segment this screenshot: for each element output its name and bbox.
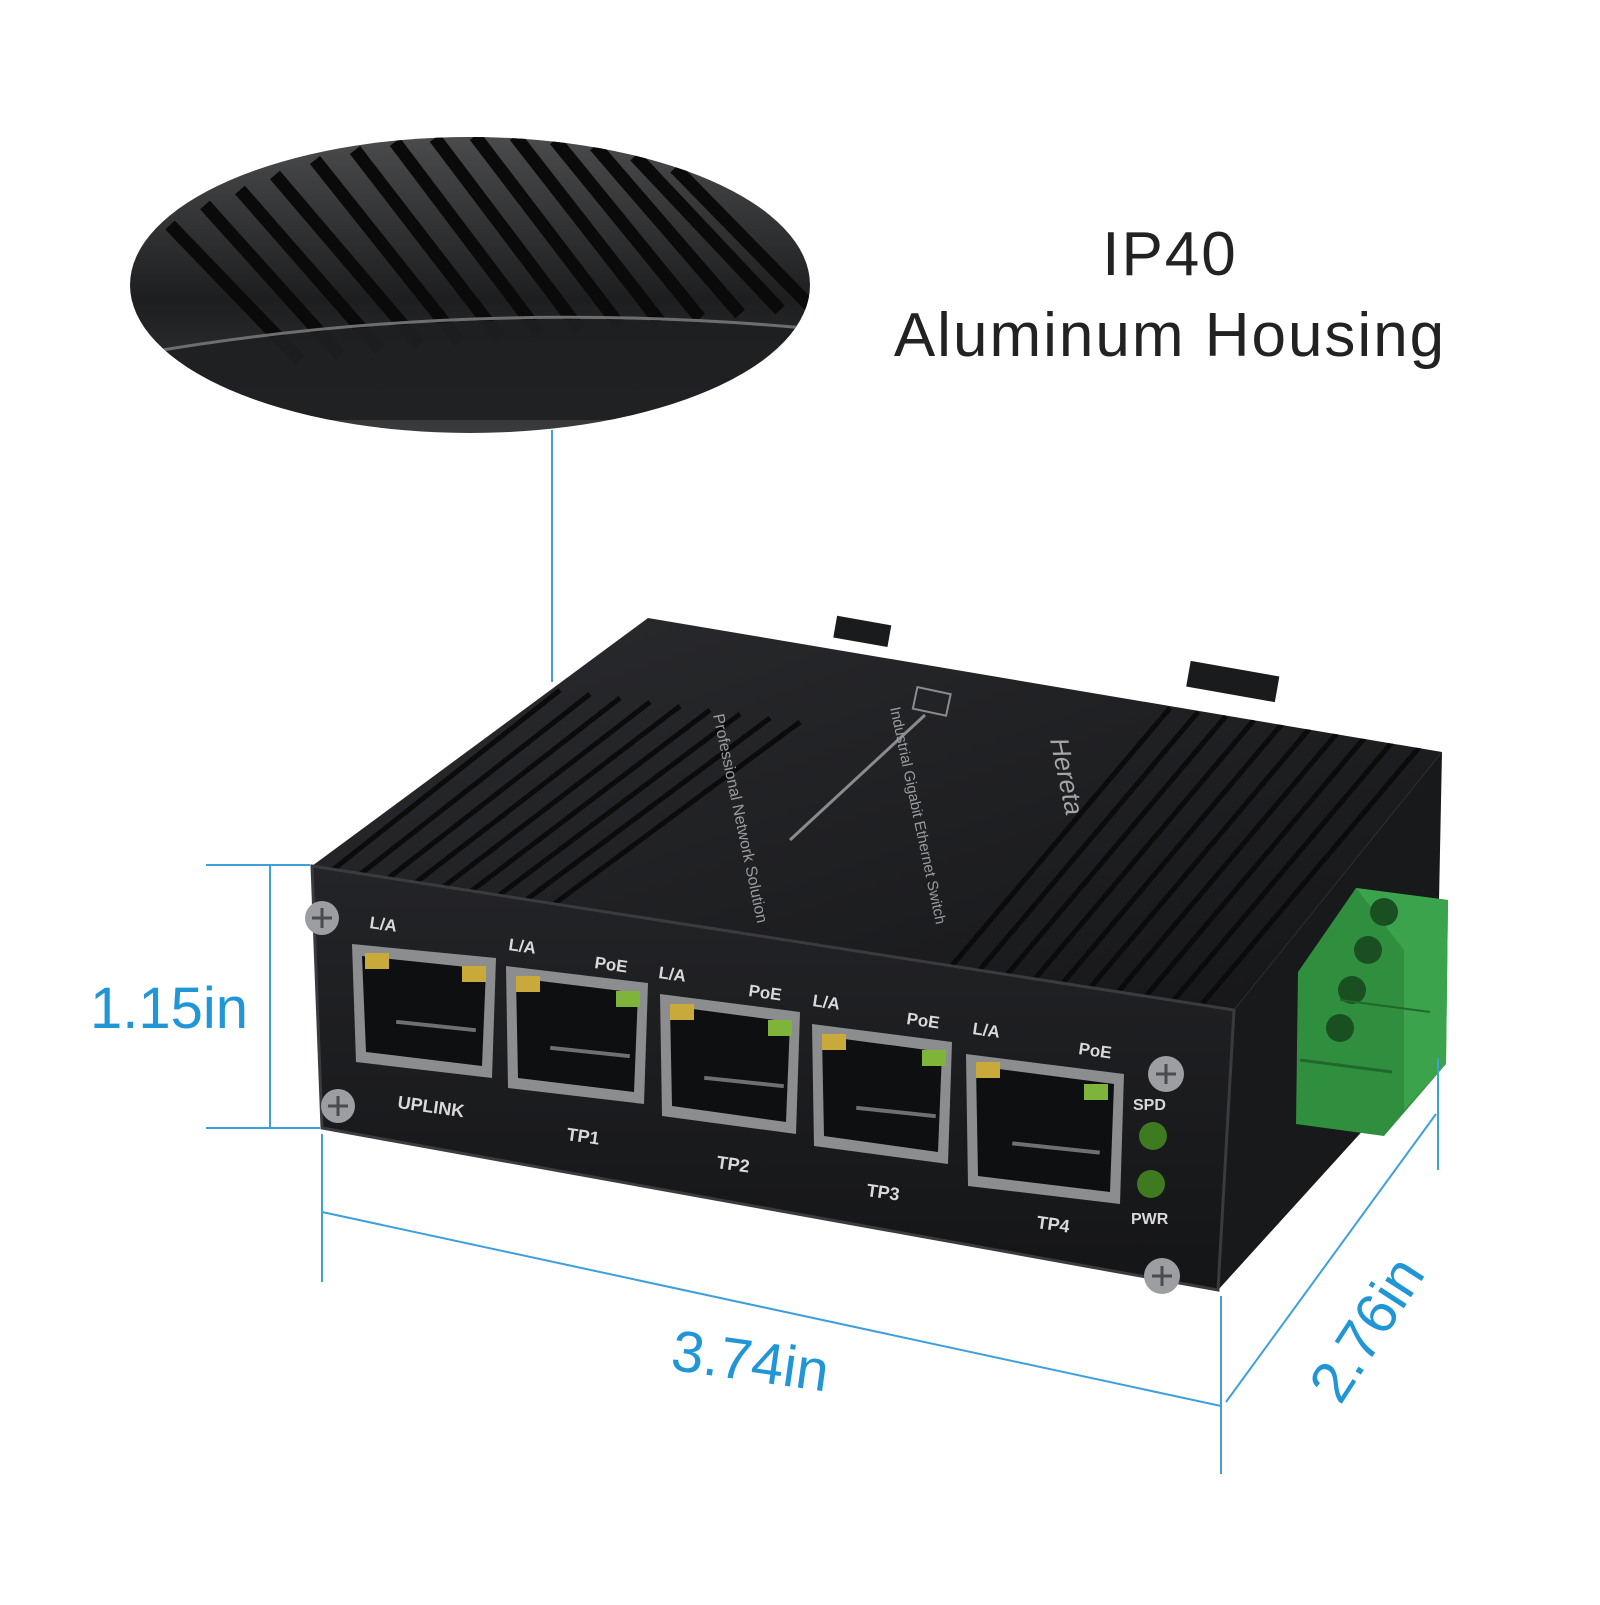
label-tp1: TP1: [565, 1124, 600, 1148]
front-panel: L/A L/A PoE L/A PoE L/A PoE L/A PoE UPLI…: [305, 864, 1236, 1294]
port-tp3[interactable]: [812, 1024, 952, 1164]
port-tp4[interactable]: [966, 1054, 1124, 1204]
port-tp2[interactable]: [660, 994, 800, 1134]
switch-housing: [312, 615, 1442, 1010]
label-poe: PoE: [1077, 1039, 1112, 1062]
label-poe: PoE: [905, 1009, 940, 1032]
label-la: L/A: [971, 1019, 1001, 1042]
led-green: [1084, 1084, 1108, 1100]
led-amber: [822, 1034, 846, 1050]
screw-icon: [1144, 1258, 1180, 1294]
ip-rating-heading: IP40: [1102, 220, 1238, 289]
screw-icon: [305, 901, 339, 935]
label-tp4: TP4: [1035, 1212, 1070, 1236]
screw-icon: [1148, 1056, 1184, 1092]
fin-closeup: [130, 137, 810, 433]
led-green: [922, 1050, 946, 1066]
led-pwr: [1137, 1170, 1165, 1198]
label-la: L/A: [657, 963, 687, 986]
led-green: [616, 991, 640, 1007]
port-uplink[interactable]: [352, 944, 496, 1078]
led-amber: [462, 966, 486, 982]
label-la: L/A: [507, 935, 537, 958]
housing-material-heading: Aluminum Housing: [893, 301, 1447, 370]
led-amber: [670, 1004, 694, 1020]
led-green: [768, 1020, 792, 1036]
label-tp2: TP2: [715, 1152, 750, 1176]
label-la: L/A: [368, 913, 398, 936]
screw-icon: [321, 1089, 355, 1123]
height-dimension: 1.15in: [90, 976, 249, 1041]
label-poe: PoE: [747, 981, 782, 1004]
port-tp1[interactable]: [506, 966, 648, 1104]
label-pwr: PWR: [1131, 1211, 1169, 1228]
label-spd: SPD: [1133, 1097, 1166, 1114]
label-poe: PoE: [593, 953, 628, 976]
terminal-block: [1296, 888, 1448, 1136]
label-tp3: TP3: [865, 1180, 900, 1204]
led-amber: [516, 976, 540, 992]
dimension-guides: [206, 864, 1439, 1474]
led-amber: [365, 953, 389, 969]
led-spd: [1139, 1122, 1167, 1150]
led-amber: [976, 1062, 1000, 1078]
label-la: L/A: [811, 991, 841, 1014]
